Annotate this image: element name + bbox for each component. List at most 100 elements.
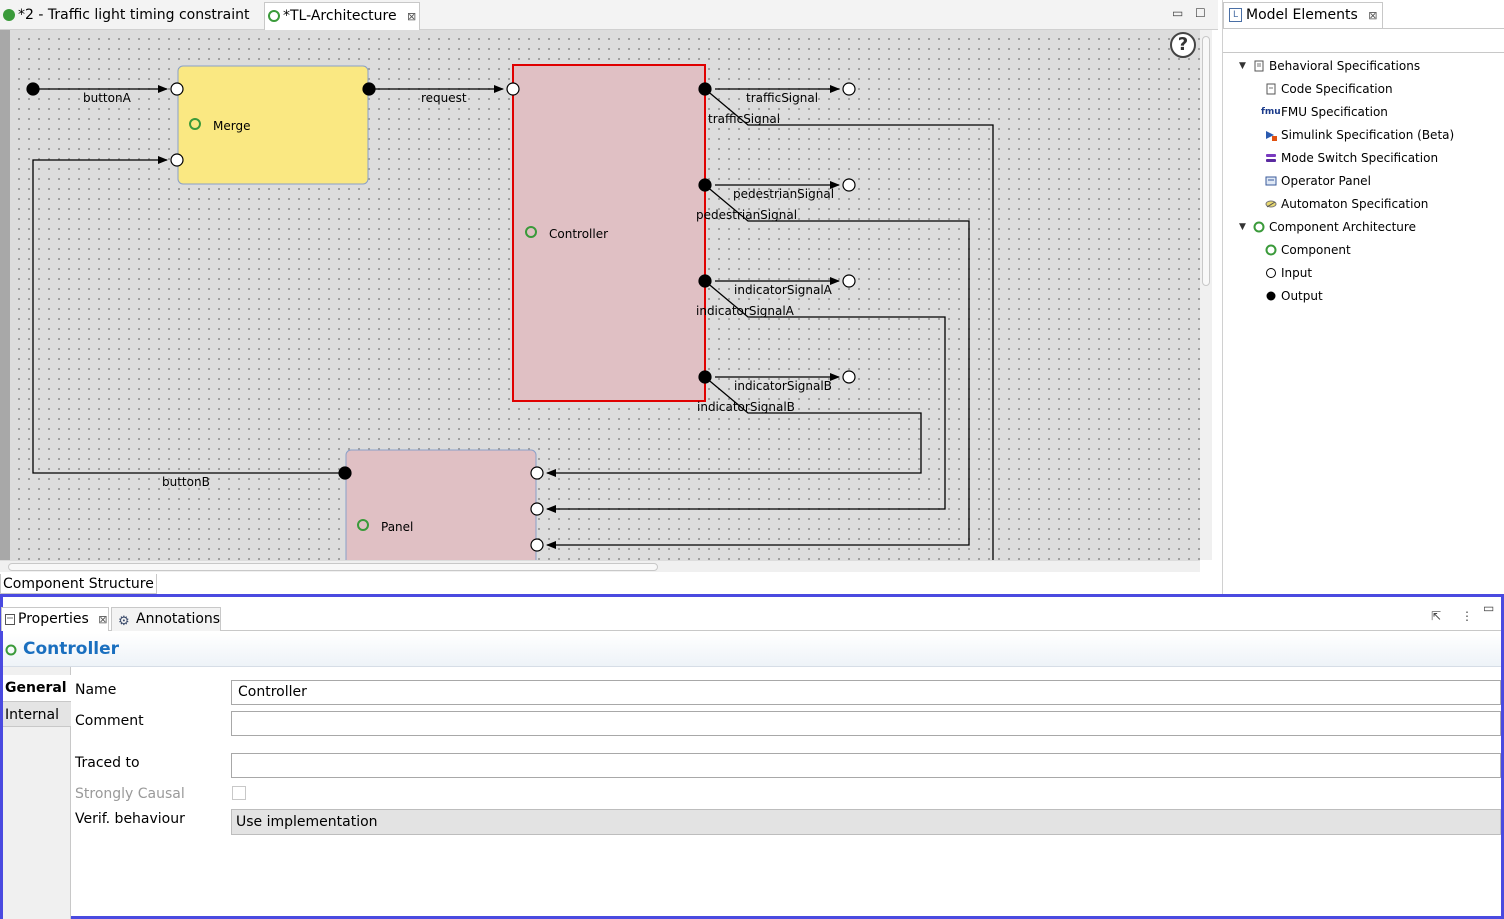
editor-tab-bar: *2 - Traffic light timing constraint *TL… (0, 0, 1218, 30)
tree-item-input[interactable]: Input (1266, 263, 1312, 283)
verif-behaviour-label: Verif. behaviour (75, 811, 185, 827)
output-port-icon (1266, 291, 1276, 301)
panel-input-port-1[interactable] (530, 466, 544, 480)
document-icon (1254, 60, 1264, 72)
horizontal-scroll-thumb[interactable] (8, 563, 658, 571)
tab-tl-architecture[interactable]: *TL-Architecture ⊠ (264, 2, 420, 30)
close-icon[interactable]: ⊠ (1368, 9, 1378, 22)
automaton-icon (1265, 200, 1277, 208)
panel-component-icon (357, 519, 369, 531)
connection-pedestrianSignal-panel[interactable] (546, 184, 970, 549)
tab-component-structure[interactable]: Component Structure (0, 574, 157, 594)
merge-output-port[interactable] (362, 82, 376, 96)
label-indicatorSignalA-out: indicatorSignalA (734, 283, 833, 297)
label-buttonA: buttonA (83, 91, 132, 105)
controller-output-port-indicatorSignalB[interactable] (698, 370, 712, 384)
tree-item-fmu-specification[interactable]: fmu FMU Specification (1261, 102, 1388, 122)
sink-port-pedestrianSignal[interactable] (842, 178, 856, 192)
component-icon (1265, 244, 1277, 256)
verif-behaviour-select[interactable]: Use implementation (231, 809, 1501, 835)
help-icon[interactable]: ? (1170, 32, 1196, 58)
label-indicatorSignalA-conn: indicatorSignalA (696, 304, 795, 318)
minimize-icon[interactable]: ▭ (1172, 6, 1184, 20)
expand-arrow-icon[interactable]: ▼ (1239, 61, 1246, 71)
merge-input-port-1[interactable] (170, 82, 184, 96)
properties-tab-bar: Properties ⊠ ⚙ Annotations ⇱ ⋮ ▭ (1, 601, 1501, 631)
label-indicatorSignalB-conn: indicatorSignalB (697, 400, 795, 414)
properties-panel: Properties ⊠ ⚙ Annotations ⇱ ⋮ ▭ Control… (0, 594, 1504, 919)
controller-output-port-indicatorSignalA[interactable] (698, 274, 712, 288)
tree-item-behavioral-specifications[interactable]: ▼ Behavioral Specifications (1239, 56, 1420, 76)
tab-annotations[interactable]: ⚙ Annotations (111, 607, 221, 631)
vertical-scrollbar[interactable] (1200, 30, 1212, 560)
tab-traffic-light-timing-constraint[interactable]: *2 - Traffic light timing constraint (0, 2, 262, 30)
sink-port-indicatorSignalA[interactable] (842, 274, 856, 288)
controller-output-port-trafficSignal[interactable] (698, 82, 712, 96)
properties-title-bar: Controller (3, 633, 1501, 667)
panel-output-port-buttonB[interactable] (338, 466, 352, 480)
tree-item-component[interactable]: Component (1265, 240, 1351, 260)
label-trafficSignal-conn: trafficSignal (708, 112, 780, 126)
panel-input-port-2[interactable] (530, 502, 544, 516)
view-menu-icon[interactable]: ⋮ (1461, 609, 1473, 623)
label-buttonB: buttonB (162, 475, 210, 489)
tab-properties[interactable]: Properties ⊠ (1, 607, 109, 631)
model-elements-panel: L Model Elements ⊠ ▼ Behavioral Specific… (1222, 0, 1504, 594)
properties-title: Controller (23, 639, 120, 659)
label-request: request (421, 91, 467, 105)
diagram-canvas[interactable]: Merge Controller Panel buttonA buttonB r… (0, 30, 1212, 560)
label-indicatorSignalB-out: indicatorSignalB (734, 379, 832, 393)
mode-switch-icon (1266, 154, 1276, 162)
name-field[interactable]: Controller (231, 680, 1501, 705)
expand-arrow-icon[interactable]: ▼ (1239, 222, 1246, 232)
merge-input-port-2[interactable] (170, 153, 184, 167)
tree-item-mode-switch-specification[interactable]: Mode Switch Specification (1266, 148, 1438, 168)
input-port-icon (1266, 268, 1276, 278)
controller-input-port-request[interactable] (506, 82, 520, 96)
close-icon[interactable]: ⊠ (407, 10, 417, 23)
code-document-icon (1266, 83, 1276, 95)
side-tab-general[interactable]: General (3, 675, 71, 701)
properties-icon (5, 614, 15, 625)
component-icon (1253, 221, 1265, 233)
horizontal-scrollbar[interactable] (0, 560, 1200, 572)
model-elements-icon: L (1229, 8, 1242, 22)
panel-label: Panel (381, 520, 413, 534)
pin-icon[interactable]: ⇱ (1431, 609, 1442, 623)
traced-to-field[interactable] (231, 753, 1501, 778)
tree-item-operator-panel[interactable]: Operator Panel (1265, 171, 1371, 191)
tree-item-component-architecture[interactable]: ▼ Component Architecture (1239, 217, 1416, 237)
connection-trafficSignal-panel[interactable] (704, 88, 994, 560)
tab-model-elements[interactable]: L Model Elements ⊠ (1223, 2, 1383, 28)
source-port-buttonA[interactable] (26, 82, 40, 96)
connection-buttonB[interactable] (32, 156, 345, 474)
close-icon[interactable]: ⊠ (98, 613, 108, 626)
minimize-icon[interactable]: ▭ (1483, 601, 1495, 615)
component-icon (5, 644, 17, 656)
comment-field[interactable] (231, 711, 1501, 736)
tree-item-output[interactable]: Output (1266, 286, 1323, 306)
panel-icon (1265, 176, 1277, 186)
sink-port-trafficSignal[interactable] (842, 82, 856, 96)
maximize-icon[interactable]: ☐ (1195, 6, 1206, 20)
fmu-icon: fmu (1261, 107, 1281, 117)
merge-component[interactable] (177, 65, 369, 185)
side-tab-internal[interactable]: Internal (3, 701, 71, 727)
properties-side-tabs: General Internal (3, 667, 71, 919)
simulink-icon (1266, 131, 1277, 141)
connection-indicatorSignalA-panel[interactable] (546, 280, 946, 513)
canvas-ruler (0, 30, 10, 560)
merge-component-icon (189, 118, 201, 130)
tree-item-simulink-specification[interactable]: Simulink Specification (Beta) (1266, 125, 1454, 145)
controller-output-port-pedestrianSignal[interactable] (698, 178, 712, 192)
vertical-scroll-thumb[interactable] (1202, 36, 1210, 286)
controller-component[interactable] (512, 64, 706, 402)
traced-to-label: Traced to (75, 755, 140, 771)
tree-item-code-specification[interactable]: Code Specification (1266, 79, 1393, 99)
panel-component[interactable] (345, 449, 537, 560)
sink-port-indicatorSignalB[interactable] (842, 370, 856, 384)
panel-input-port-3[interactable] (530, 538, 544, 552)
tree-item-automaton-specification[interactable]: Automaton Specification (1265, 194, 1428, 214)
connection-indicatorSignalB-panel[interactable] (546, 376, 922, 477)
strongly-causal-checkbox[interactable] (232, 786, 246, 800)
